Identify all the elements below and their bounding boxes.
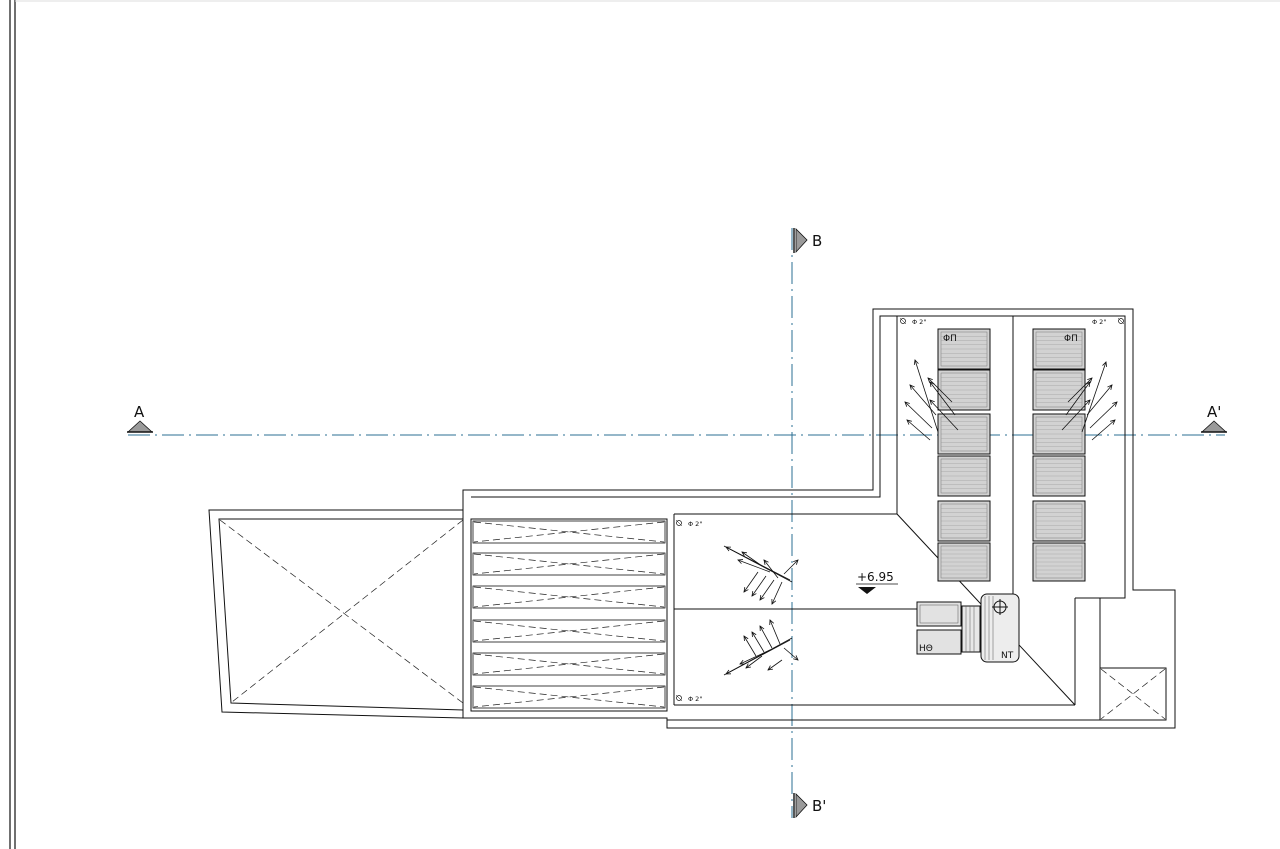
slope-arrow [1081,361,1107,433]
water-tank-label: ΝΤ [1001,651,1014,661]
water-heater: ΗΘ [916,601,981,655]
drain-label-ne: Φ 2" [1092,318,1106,326]
slope-arrow [767,659,783,671]
solar-panels-right [1032,328,1086,582]
solar-label-left: ΦΠ [943,334,957,344]
slope-arrow [759,625,773,649]
slope-arrow [1065,381,1091,416]
skylight-slat [472,685,666,709]
slope-arrow [739,649,771,665]
section-label-b-prime: B' [812,797,826,815]
roof-drain-sw: Φ 2" [675,694,702,703]
section-marker-b-bottom: B' [793,793,826,819]
slope-arrow [1061,399,1091,431]
slope-arrow [743,635,757,657]
skylight-slat [472,652,666,676]
slope-arrow [783,559,799,575]
slope-arrows [723,359,1118,676]
slope-arrow [751,631,765,653]
skylight-slat [472,552,666,576]
slope-arrow [751,575,767,597]
skylight-slat [472,619,666,643]
skylight-slats [470,518,668,712]
slope-arrow [763,559,779,579]
slope-arrow [759,579,775,601]
roof-drain-mid: Φ 2" [675,519,702,528]
section-marker-a-right: A' [1200,403,1228,433]
slope-arrow [914,359,939,433]
slope-arrow [906,419,931,441]
solar-label-right: ΦΠ [1064,334,1078,344]
slope-arrow [1091,419,1116,441]
section-label-b: B [812,232,822,250]
skylight-slat [472,585,666,609]
drain-label-mid: Φ 2" [688,520,702,528]
slope-arrow [927,377,953,403]
slope-arrow [769,619,781,645]
terrace-west [208,509,464,719]
section-marker-a-left: A [126,403,154,433]
slope-arrow [741,551,763,567]
roof-drain-ne: Φ 2" [1092,317,1125,326]
solar-panels-left [937,328,991,582]
sheet-frame [9,0,1280,849]
slope-arrow [904,401,933,429]
shaft-opening [1099,667,1167,721]
slope-arrow [1089,401,1118,429]
slope-arrow [771,581,783,605]
slope-arrow [1067,377,1093,403]
slope-arrow [725,639,791,675]
slope-arrow [909,384,937,416]
water-tank: ΝΤ [980,593,1020,663]
slope-arrow [737,559,771,573]
drain-label-sw: Φ 2" [688,695,702,703]
section-label-a: A [134,403,145,421]
drain-label-nw: Φ 2" [912,318,926,326]
slope-arrow [1086,384,1113,416]
level-marker: +6.95 [856,570,898,594]
level-label: +6.95 [857,570,894,584]
water-heater-label: ΗΘ [919,644,933,654]
slope-arrow [783,647,799,661]
section-marker-b-top: B [793,228,822,254]
roof-drain-nw: Φ 2" [899,317,926,326]
slope-arrow [745,655,763,669]
slope-arrow [929,399,959,431]
slope-arrow [929,381,956,416]
section-label-a-prime: A' [1207,403,1221,421]
skylight-slat [472,520,666,544]
slope-arrow [743,571,759,593]
